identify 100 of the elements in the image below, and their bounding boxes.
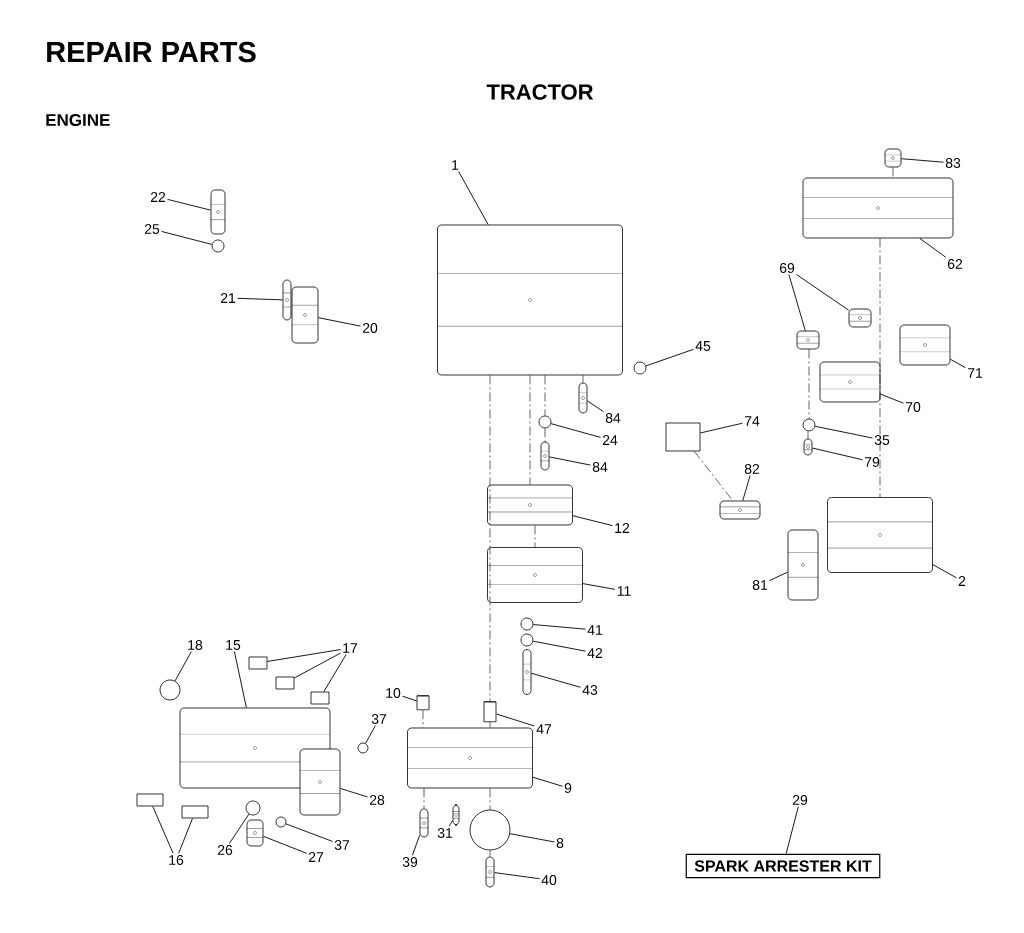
leader-line	[900, 158, 944, 163]
callout-number: 40	[541, 875, 557, 885]
part-drawing	[802, 418, 816, 432]
leader-line	[229, 813, 250, 844]
callout-number: 69	[779, 263, 795, 273]
part-drawing	[246, 819, 264, 847]
center-line	[423, 788, 425, 809]
leader-line	[785, 806, 799, 855]
callout-number: 21	[220, 293, 236, 303]
part-drawing	[665, 422, 701, 452]
callout-number: 16	[169, 855, 184, 865]
part-drawing	[211, 239, 225, 253]
callout-number: 35	[874, 435, 890, 445]
leader-line	[645, 348, 694, 367]
callout-number: 74	[744, 416, 760, 426]
center-line	[544, 375, 546, 416]
center-line	[489, 788, 491, 810]
callout-number: 62	[947, 259, 963, 269]
callout-number: 2	[958, 576, 966, 586]
part-drawing	[802, 177, 954, 239]
callout-number: 42	[587, 648, 603, 658]
leader-line	[262, 835, 307, 854]
part-drawing	[275, 816, 287, 828]
part-drawing	[291, 286, 319, 344]
center-line	[808, 349, 810, 419]
center-line	[422, 709, 424, 728]
part-drawing	[437, 224, 623, 376]
leader-line	[323, 654, 347, 693]
callout-number: 12	[615, 523, 630, 533]
part-drawing	[487, 484, 573, 526]
callout-number: 37	[334, 840, 350, 850]
callout-number: 39	[402, 857, 418, 867]
leader-line	[532, 624, 586, 630]
part-drawing	[485, 856, 495, 888]
leader-line	[233, 651, 247, 709]
heading: TRACTOR	[486, 84, 594, 100]
callout-number: 22	[150, 192, 166, 202]
center-line	[534, 525, 536, 548]
leader-line	[879, 393, 904, 404]
leader-line	[495, 713, 535, 727]
part-drawing	[179, 707, 331, 789]
leader-line	[152, 805, 174, 854]
part-drawing	[159, 679, 181, 701]
part-drawing	[416, 695, 430, 711]
part-drawing	[487, 547, 583, 603]
callout-number: 84	[605, 413, 621, 423]
part-drawing	[540, 441, 550, 471]
callout-number: 41	[587, 625, 603, 635]
part-drawing	[310, 691, 330, 705]
part-drawing	[538, 415, 552, 429]
callout-number: 1	[452, 160, 459, 170]
callout-number: 84	[592, 462, 608, 472]
callout-number: 82	[744, 464, 760, 474]
leader-line	[266, 649, 341, 662]
leader-line	[509, 833, 555, 843]
part-drawing	[827, 497, 933, 573]
callout-number: 83	[945, 158, 961, 168]
callout-number: 81	[752, 580, 768, 590]
leader-line	[178, 817, 193, 854]
leader-line	[411, 834, 421, 856]
part-drawing	[136, 793, 164, 807]
part-drawing	[210, 189, 226, 235]
center-line	[582, 375, 584, 383]
part-drawing	[633, 361, 647, 375]
part-drawing	[452, 804, 460, 826]
callout-number: 47	[536, 724, 552, 734]
part-drawing	[819, 361, 881, 403]
callout-number: 17	[343, 643, 358, 653]
center-line	[489, 721, 491, 728]
leader-line	[532, 776, 563, 787]
center-line	[807, 431, 809, 439]
leader-line	[285, 823, 333, 842]
part-drawing	[483, 701, 497, 723]
callout-number: 8	[556, 838, 564, 848]
callout-number: 24	[602, 435, 618, 445]
part-drawing	[848, 308, 872, 328]
leader-line	[493, 872, 540, 880]
callout-number: 27	[308, 852, 324, 862]
part-drawing	[248, 656, 268, 670]
part-drawing	[419, 808, 429, 838]
leader-line	[532, 640, 586, 652]
leader-line	[742, 475, 751, 502]
leader-line	[586, 400, 604, 413]
center-line	[892, 167, 894, 178]
leader-line	[365, 725, 376, 744]
part-drawing	[299, 748, 341, 816]
title: REPAIR PARTS	[47, 41, 256, 63]
leader-line	[796, 274, 850, 311]
callout-number: 9	[564, 783, 572, 793]
part-drawing	[578, 382, 588, 414]
center-line	[489, 850, 491, 857]
leader-line	[919, 237, 947, 258]
callout-number: 10	[386, 688, 401, 698]
leader-line	[402, 695, 418, 702]
callout-number: 11	[617, 586, 631, 596]
part-drawing	[275, 676, 295, 690]
callout-number: 15	[226, 640, 241, 650]
part-drawing	[803, 438, 813, 456]
callout-number: 26	[217, 845, 233, 855]
part-drawing	[407, 727, 533, 789]
